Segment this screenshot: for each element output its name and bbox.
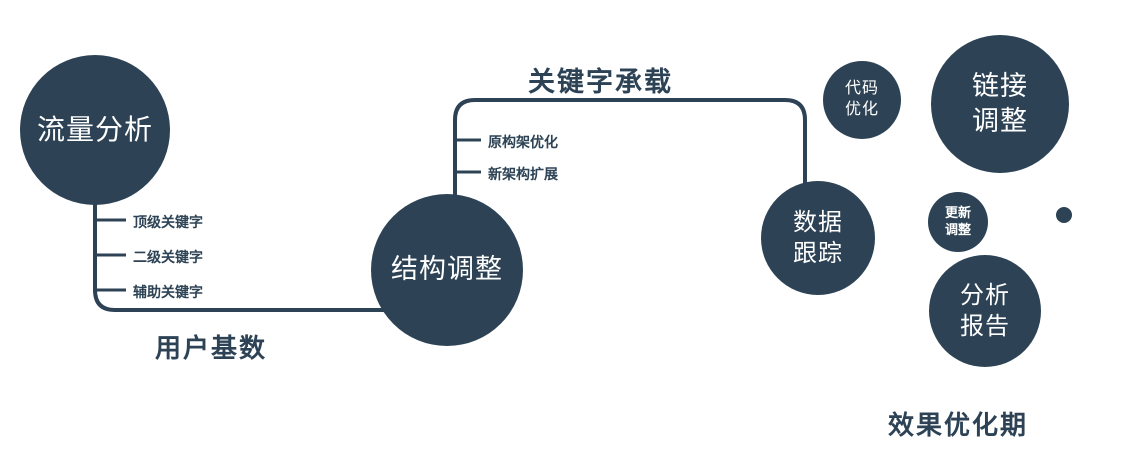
node-dot [1056,207,1072,223]
node-update-adjust-line1: 更新 [944,205,971,221]
node-data-tracking: 数据 跟踪 [761,181,875,295]
node-code-optimize-line1: 代码 [844,80,879,98]
node-update-adjust: 更新 调整 [928,192,988,252]
edge-label-user-base: 用户基数 [155,333,268,363]
branch-label-second-keyword: 二级关键字 [133,249,203,265]
footer-label-effect-period: 效果优化期 [888,410,1029,440]
node-code-optimize-line2: 优化 [844,101,879,118]
branch-label-aux-keyword: 辅助关键字 [133,284,203,300]
node-analysis-report: 分析 报告 [929,255,1041,367]
node-data-tracking-line2: 跟踪 [793,240,843,267]
node-analysis-report-line2: 报告 [960,313,1010,340]
node-traffic-analysis-label: 流量分析 [36,113,153,145]
branch-label-top-keyword: 顶级关键字 [133,214,203,230]
node-link-adjust-line1: 链接 [972,70,1028,101]
node-link-adjust: 链接 调整 [931,35,1069,173]
edge-label-keyword-bearing: 关键字承载 [528,67,673,97]
node-structure-adjust-label: 结构调整 [391,254,503,285]
node-analysis-report-line1: 分析 [960,281,1010,309]
node-traffic-analysis: 流量分析 [20,55,170,205]
node-structure-adjust: 结构调整 [371,194,523,346]
node-link-adjust-line2: 调整 [972,106,1028,136]
node-code-optimize: 代码 优化 [823,61,901,139]
node-data-tracking-line1: 数据 [793,208,843,236]
branch-label-arch-expand: 新架构扩展 [488,166,558,182]
node-update-adjust-line2: 调整 [944,222,971,237]
edge-keyword-bearing-path [453,98,807,205]
branch-label-arch-optimize: 原构架优化 [488,134,558,150]
